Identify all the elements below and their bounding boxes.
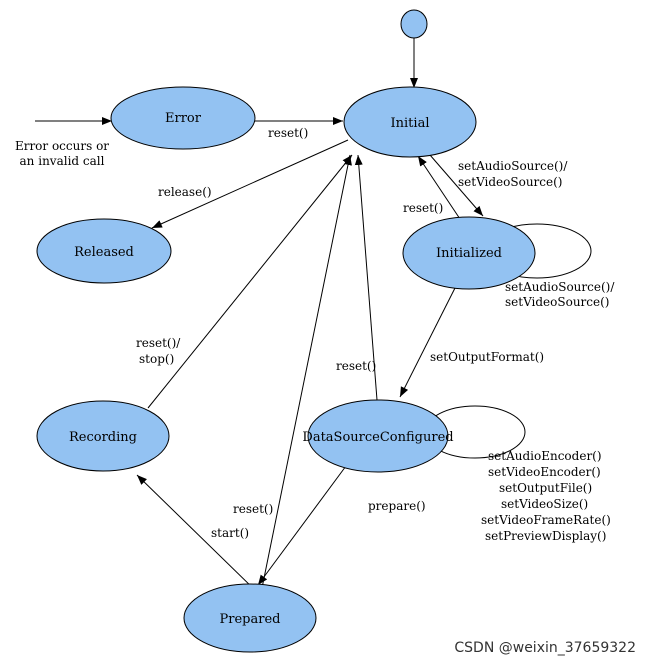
initialized-loop-label-line2: setVideoSource() xyxy=(505,295,609,309)
dsc-loop-label-1: setAudioEncoder() xyxy=(488,449,602,463)
state-initial-label: Initial xyxy=(391,116,430,131)
watermark: CSDN @weixin_37659322 xyxy=(454,640,636,656)
dsc-loop-label-6: setPreviewDisplay() xyxy=(485,529,606,543)
state-released xyxy=(36,218,172,284)
state-recording xyxy=(36,400,170,472)
initialized-to-initial-arrow xyxy=(417,155,463,223)
set-source-label-line2: setVideoSource() xyxy=(458,175,562,189)
state-prepared-label: Prepared xyxy=(220,612,281,627)
prepared-reset-label: reset() xyxy=(233,502,273,516)
state-data-source-configured xyxy=(307,399,449,473)
start-label: start() xyxy=(211,526,249,540)
initialized-to-dsc-arrow xyxy=(399,287,456,398)
dsc-loop-label-4: setVideoSize() xyxy=(501,497,588,511)
initialized-reset-label: reset() xyxy=(403,201,443,215)
state-data-source-configured-label: DataSourceConfigured xyxy=(302,430,453,445)
dsc-loop-label-5: setVideoFrameRate() xyxy=(481,513,611,527)
error-in-label-line1: Error occurs or xyxy=(15,139,109,153)
state-initial xyxy=(343,86,477,158)
release-label: release() xyxy=(158,185,212,199)
dsc-loop-label-2: setVideoEncoder() xyxy=(488,465,601,479)
recording-reset-label-line1: reset()/ xyxy=(136,336,181,350)
state-initialized xyxy=(402,216,536,290)
prepared-to-initial-arrow xyxy=(261,154,352,589)
prepared-to-recording-arrow xyxy=(136,474,258,593)
dsc-to-initial-arrow xyxy=(354,154,378,401)
recording-reset-label-line2: stop() xyxy=(139,352,174,366)
dsc-reset-label: reset() xyxy=(336,359,376,373)
initial-to-released-arrow xyxy=(151,139,349,229)
recording-to-initial-arrow xyxy=(147,154,353,409)
error-reset-label: reset() xyxy=(268,126,308,140)
error-in-label-line2: an invalid call xyxy=(20,154,105,168)
dsc-to-prepared-arrow xyxy=(257,465,347,586)
state-released-label: Released xyxy=(74,245,134,260)
set-source-label-line1: setAudioSource()/ xyxy=(458,159,568,173)
initialized-loop-label-line1: setAudioSource()/ xyxy=(505,280,615,294)
state-prepared xyxy=(183,583,317,653)
start-state-dot xyxy=(400,9,428,39)
state-error xyxy=(110,86,256,150)
prepare-label: prepare() xyxy=(368,499,426,513)
dsc-loop-label-3: setOutputFile() xyxy=(499,481,592,495)
state-recording-label: Recording xyxy=(69,430,137,445)
set-output-format-label: setOutputFormat() xyxy=(430,350,544,364)
initial-to-initialized-arrow xyxy=(429,154,484,217)
state-error-label: Error xyxy=(165,111,202,126)
state-initialized-label: Initialized xyxy=(436,246,502,261)
